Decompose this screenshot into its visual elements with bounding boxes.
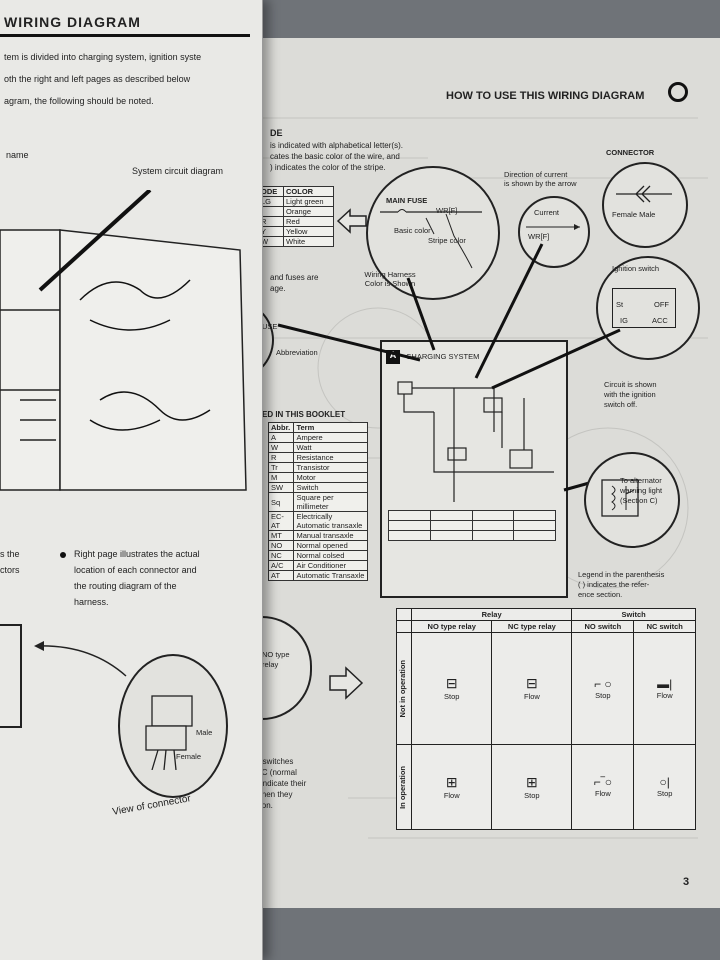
partial-frame [0,624,22,728]
view-of-connector-label: View of connector [111,793,192,818]
state-cell: ⌐ ○Stop [571,632,635,745]
switch-symbol-icon: ⌐ ○ [594,676,612,691]
connector-plug-icon [145,695,193,770]
title-rule [0,34,250,37]
ignition-off: OFF [654,300,669,309]
col-no-relay: NO type relay [410,620,493,633]
main-fuse-title: MAIN FUSE [386,196,428,205]
switch-symbol-icon: ○| [659,775,670,790]
page-number: 3 [683,876,690,888]
abbreviation-label: Abbreviation [276,348,318,357]
system-circuit-label: System circuit diagram [132,166,224,176]
left-intro: tem is divided into charging system, ign… [4,52,202,106]
use-label: USE [262,322,278,331]
basic-color-label: Basic color [394,226,431,235]
ignition-title: Ignition switch [612,264,660,273]
state-cell: ⊞Flow [410,743,493,831]
connector-symbol-icon [616,185,672,203]
charging-title: CHARGING SYSTEM [406,352,480,361]
ignition-st: St [616,300,624,309]
connector-view-callout: Male Female [118,654,228,798]
col-no-switch: NO switch [571,620,635,633]
state-cell: ⊞Stop [491,743,573,831]
fuse-wire-icon [380,209,482,269]
state-cell: ⊟Flow [491,632,573,745]
current-arrow-icon [526,224,580,230]
legend-caption: Legend in the parenthesis( ) indicates t… [578,570,665,599]
code-description: is indicated with alphabetical letter(s)… [270,141,403,172]
state-cell: ⊟Stop [410,632,493,745]
row-in-operation: In operation [398,765,407,809]
callout-pointer-lines [277,243,621,492]
charging-system-diagram: A CHARGING SYSTEM [380,340,568,598]
ignition-switch-callout: Ignition switch St OFF IG ACC [596,256,700,360]
fuse-wire-code: WR[F] [436,206,458,215]
col-nc-switch: NC switch [633,620,696,633]
main-fuse-callout: MAIN FUSE WR[F] Basic color Stripe color [366,166,500,300]
bullet-icon [60,552,66,558]
relay-symbol-icon: ⊟ [526,675,538,692]
female-label: Female [176,752,202,761]
col-nc-relay: NC type relay [491,620,573,633]
name-label: name [6,150,29,160]
ignition-switch-body [612,288,676,328]
male-label: Male [196,728,213,737]
alternator-callout [584,452,680,548]
relay-header: Relay [410,608,573,621]
relay-symbol-icon: ⊞ [445,773,458,790]
state-cell: ○|Stop [633,743,696,831]
current-direction-callout: Current WR[F] [518,196,590,268]
connector-title: CONNECTOR [606,148,655,157]
page-header-title: HOW TO USE THIS WIRING DIAGRAM [446,90,645,102]
switch-symbol-icon: ⌐‾○ [593,775,612,790]
curved-arrow-icon [34,641,127,677]
left-page-title: WIRING DIAGRAM [4,14,141,30]
relay-symbol-icon: ⊟ [445,675,458,692]
left-page: WIRING DIAGRAM tem is divided into charg… [0,0,263,960]
booklet-illustration [0,190,247,491]
current-wire-code: WR[F] [528,232,550,241]
relay-coil-icon [601,479,639,517]
state-cell: ⌐‾○Flow [571,743,635,831]
charging-circuit-icon [397,381,554,502]
charging-connector-table [388,510,556,541]
female-male-label: Female Male [612,210,656,219]
section-marker-icon [668,82,688,102]
ignition-acc: ACC [652,316,668,325]
connector-callout: Female Male [602,162,688,248]
relay-symbol-icon: ⊞ [526,773,538,790]
current-label: Current [534,208,560,217]
stripe-color-label: Stripe color [428,236,466,245]
abbr-heading: ED IN THIS BOOKLET [262,410,346,419]
state-cell: ▬|Flow [633,632,696,745]
code-heading: DE [270,128,283,138]
switch-header: Switch [571,608,696,621]
ignition-ig: IG [620,316,628,325]
arrow-right-icon [329,666,364,700]
row-not-in-operation: Not in operation [398,659,407,718]
switch-symbol-icon: ▬| [657,676,673,691]
